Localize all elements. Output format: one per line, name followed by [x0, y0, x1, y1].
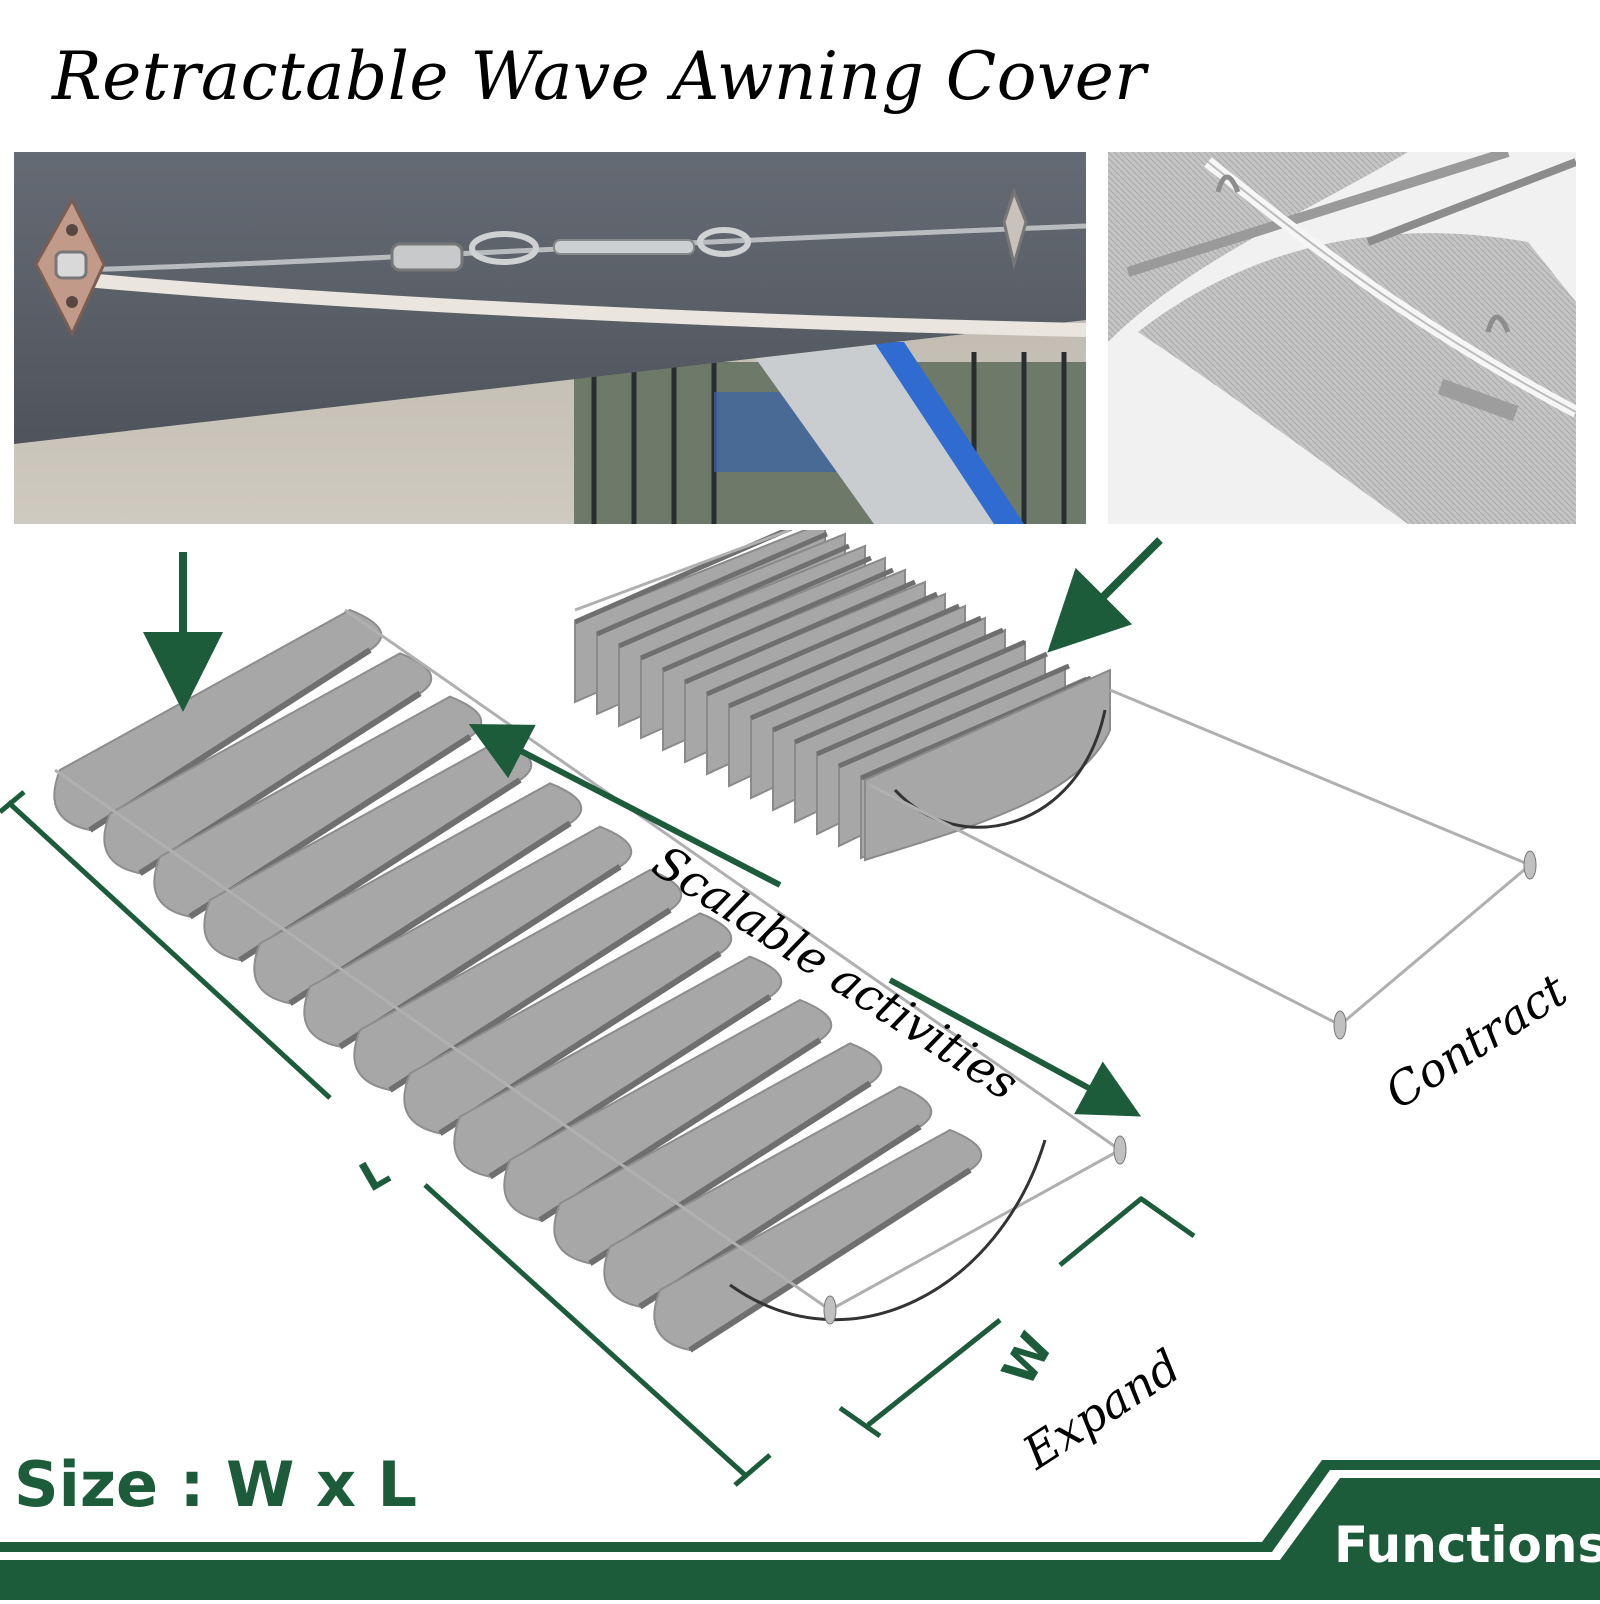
expanded-awning [53, 608, 1127, 1353]
length-dimension-line [423, 1183, 747, 1477]
wire-mount-hardware-illustration [14, 152, 1086, 524]
wave-fabric-rail-illustration [1108, 152, 1576, 524]
contracted-awning [574, 519, 1537, 1040]
right-arrow-icon [888, 977, 1142, 1117]
width-dimension-line [1058, 1196, 1144, 1267]
wire-mount-hardware-photo [14, 152, 1086, 524]
awning-diagram [0, 519, 1600, 1600]
wave-fabric-rail-photo [1108, 152, 1576, 524]
length-dimension-line [6, 800, 332, 1100]
functions-label: Functions [1334, 1516, 1600, 1574]
page-title: Retractable Wave Awning Cover [52, 38, 1147, 115]
left-arrow-icon [468, 723, 782, 888]
down-left-arrow-icon [1047, 537, 1163, 653]
width-dimension-line [866, 1318, 1002, 1427]
size-label: Size : W x L [14, 1448, 418, 1521]
footer-band [0, 1460, 1600, 1600]
awning-diagram-svg [0, 519, 1537, 1487]
